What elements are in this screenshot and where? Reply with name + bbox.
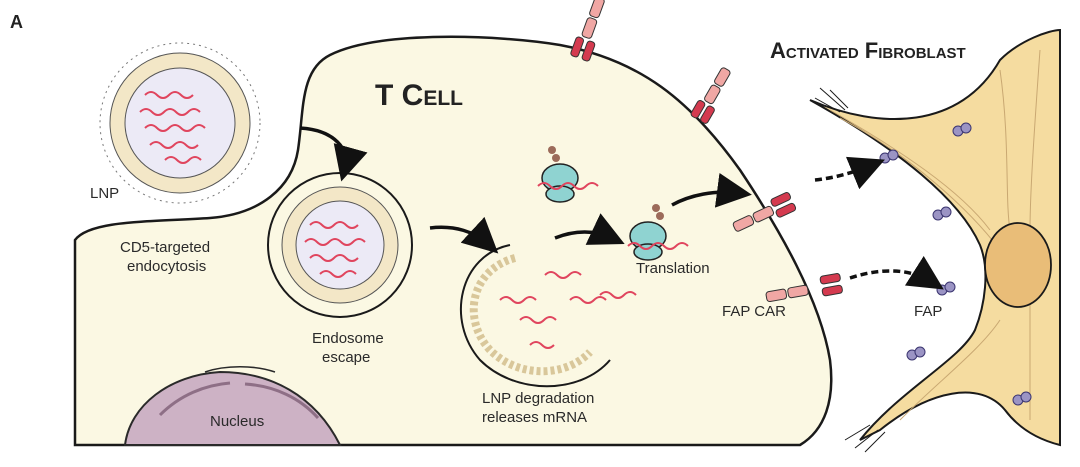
endocytosis-label-line2: endocytosis <box>127 258 206 275</box>
fibroblast-nucleus <box>984 222 1052 308</box>
nucleus-label: Nucleus <box>210 413 264 430</box>
fap-car-label: FAP CAR <box>722 303 786 320</box>
degradation-label-line1: LNP degradation <box>482 390 594 407</box>
t-cell-title: T Cell <box>375 79 463 112</box>
fap-label: FAP <box>914 303 942 320</box>
translation-label: Translation <box>636 260 710 277</box>
escape-label-line2: escape <box>322 349 370 366</box>
endocytosis-label-line1: CD5-targeted <box>120 239 210 256</box>
fap-proteins <box>879 122 1032 406</box>
process-arrows <box>299 126 944 290</box>
t-cell-membrane <box>73 35 833 447</box>
ribosome-lower <box>627 204 689 261</box>
car-molecules <box>570 0 843 303</box>
endosome <box>267 172 413 318</box>
ribosome-upper <box>537 146 599 203</box>
lnp-particle <box>99 42 261 204</box>
lnp-label: LNP <box>90 185 119 202</box>
fibroblast-title: Activated Fibroblast <box>770 38 966 63</box>
degradation-label-line2: releases mRNA <box>482 409 587 426</box>
nucleus <box>123 366 342 446</box>
degrading-lnp <box>459 244 637 388</box>
escape-label-line1: Endosome <box>312 330 384 347</box>
fibroblast <box>809 28 1061 453</box>
panel-letter: A <box>10 12 23 32</box>
